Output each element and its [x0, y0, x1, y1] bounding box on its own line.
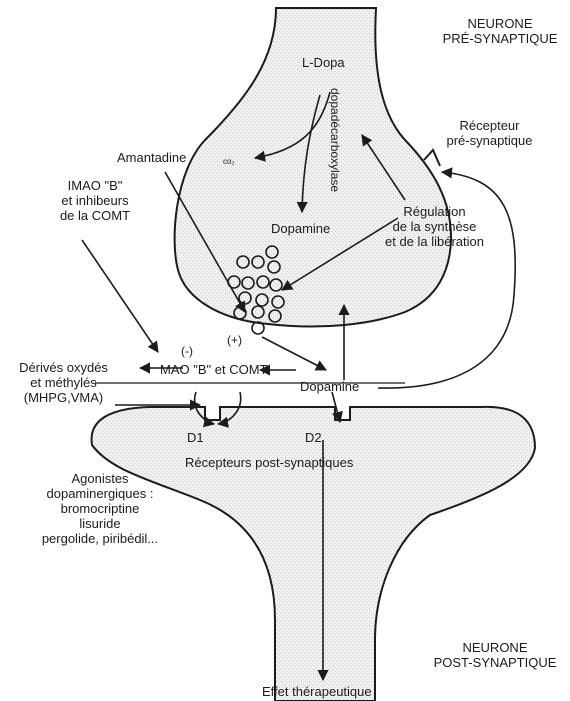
presynaptic-receptor	[424, 150, 440, 166]
label-postsynaptic-receptors: Récepteurs post-synaptiques	[185, 455, 353, 470]
label-co2: co₂	[223, 154, 235, 169]
arrow-release	[262, 337, 326, 370]
label-dopamine-vesicle: Dopamine	[271, 221, 330, 236]
label-enzyme: dopadécarboxylase	[328, 88, 342, 192]
arrow-imao	[82, 240, 158, 352]
label-effect: Effet thérapeutique	[262, 684, 372, 699]
label-amantadine: Amantadine	[117, 150, 186, 165]
label-dopamine-cleft: Dopamine	[300, 379, 359, 394]
label-minus: (-)	[181, 344, 193, 359]
label-d1: D1	[187, 430, 204, 445]
label-d2: D2	[305, 430, 322, 445]
label-plus: (+)	[227, 333, 242, 348]
label-mao: MAO "B" et COMT	[160, 362, 267, 377]
label-ldopa: L-Dopa	[302, 55, 345, 70]
